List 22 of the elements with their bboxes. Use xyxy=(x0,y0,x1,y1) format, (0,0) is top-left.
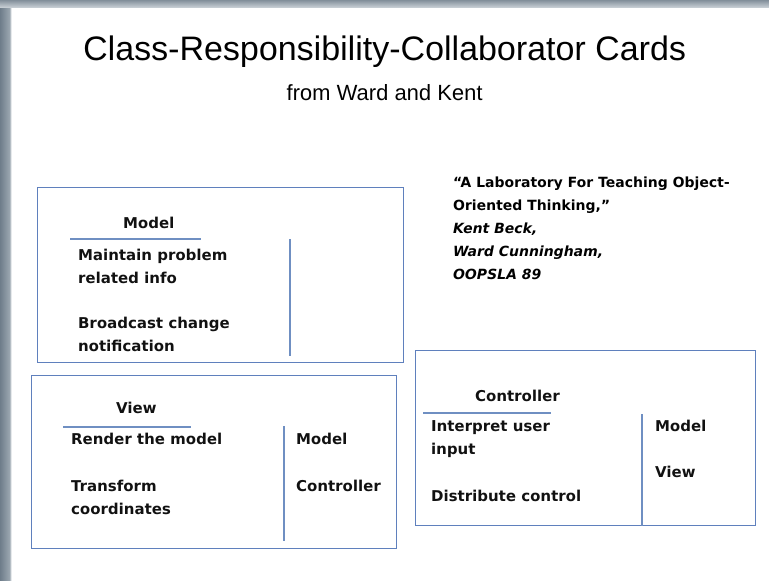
citation-author: Kent Beck, xyxy=(453,220,538,239)
card-title: View xyxy=(116,398,157,419)
crc-card xyxy=(415,350,756,526)
responsibility-text: Broadcast change notification xyxy=(78,313,231,357)
collaborator-text: View xyxy=(655,462,696,483)
citation-author: Ward Cunningham, xyxy=(453,243,604,262)
collaborator-text: Model xyxy=(655,416,706,437)
crc-card xyxy=(31,375,397,549)
responsibility-text: Render the model xyxy=(71,429,222,450)
crc-card xyxy=(37,187,404,363)
title: Class-Responsibility-Collaborator Cards xyxy=(82,30,687,69)
citation-venue: OOPSLA 89 xyxy=(453,266,542,285)
card-title: Controller xyxy=(475,386,560,407)
collaborator-text: Controller xyxy=(296,476,381,497)
responsibility-text: Distribute control xyxy=(431,486,582,507)
responsibility-text: Maintain problem related info xyxy=(78,245,228,289)
responsibility-text: Interpret user input xyxy=(431,416,551,460)
responsibility-text: Transform coordinates xyxy=(71,476,172,520)
subtitle: from Ward and Kent xyxy=(285,80,484,106)
collaborator-text: Model xyxy=(296,429,348,450)
citation-title: “A Laboratory For Teaching Object-Oriented Thinking,” xyxy=(453,174,731,216)
card-title: Model xyxy=(123,213,174,234)
